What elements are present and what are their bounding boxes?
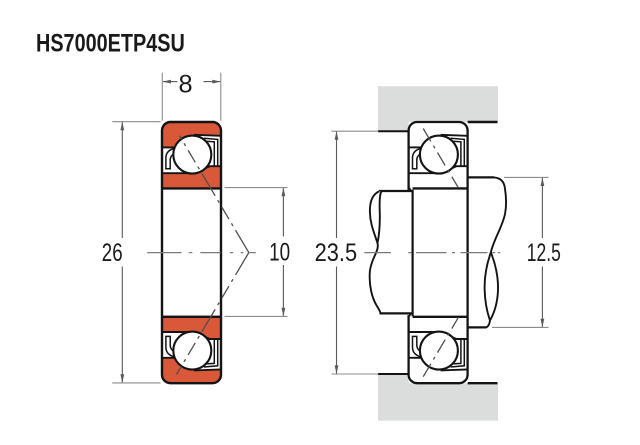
svg-text:12.5: 12.5 bbox=[527, 239, 561, 267]
svg-text:26: 26 bbox=[102, 239, 123, 267]
svg-text:HS7000ETP4SU: HS7000ETP4SU bbox=[36, 30, 185, 58]
svg-text:8: 8 bbox=[179, 71, 193, 99]
svg-text:10: 10 bbox=[269, 238, 290, 266]
svg-text:23.5: 23.5 bbox=[315, 239, 358, 267]
